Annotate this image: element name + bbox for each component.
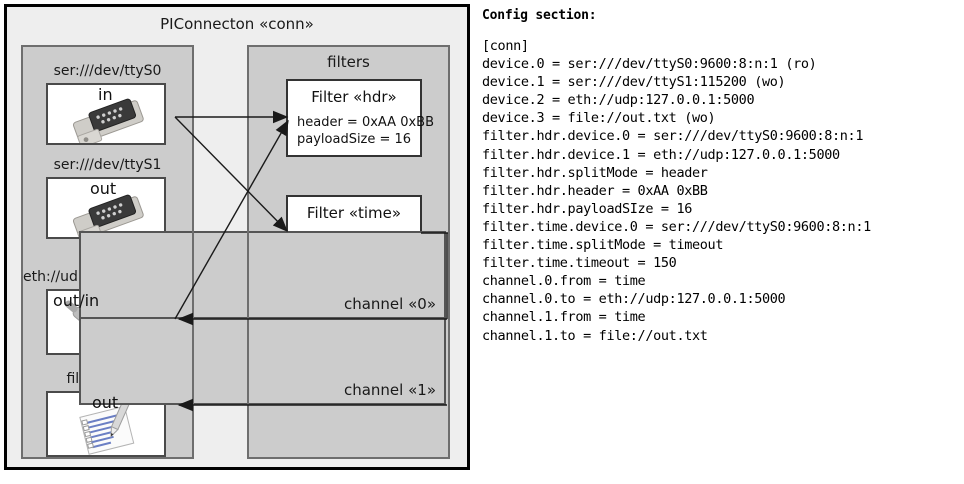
- serial-port-icon: [72, 98, 144, 143]
- filter-hdr-prop-header: header = 0xAA 0xBB: [297, 115, 435, 130]
- filters-panel-title: filters: [327, 53, 370, 71]
- config-body: [conn] device.0 = ser:///dev/ttyS0:9600:…: [482, 38, 871, 344]
- config-section: Config section: [conn] device.0 = ser://…: [482, 8, 960, 345]
- channel-0-label: channel «0»: [343, 295, 436, 313]
- device-label-ser-ttys1: ser:///dev/ttyS1: [53, 157, 162, 173]
- filter-hdr-prop-payloadsize: payloadSize = 16: [297, 132, 412, 147]
- channel-1-box[interactable]: channel «1»: [79, 317, 446, 405]
- filters-panel-border: [247, 45, 450, 459]
- device-label-ser-ttys0: ser:///dev/ttyS0: [53, 63, 162, 79]
- config-heading: Config section:: [482, 8, 597, 23]
- device-direction-out: out: [92, 393, 119, 412]
- channel-1-label: channel «1»: [343, 381, 436, 399]
- serial-port-icon: [72, 194, 144, 237]
- filter-hdr-title: Filter «hdr»: [311, 88, 397, 106]
- device-direction-in: in: [98, 85, 113, 104]
- device-card-ser-ttys0[interactable]: in: [46, 83, 166, 145]
- page-title: PIConnecton «conn»: [160, 15, 314, 33]
- connector-outer-frame: PIConnecton «conn» ser:///dev/ttyS0 in: [4, 4, 470, 470]
- device-direction-out: out: [90, 179, 117, 198]
- device-direction-out-in: out/in: [53, 291, 100, 310]
- filter-time-title: Filter «time»: [306, 204, 402, 222]
